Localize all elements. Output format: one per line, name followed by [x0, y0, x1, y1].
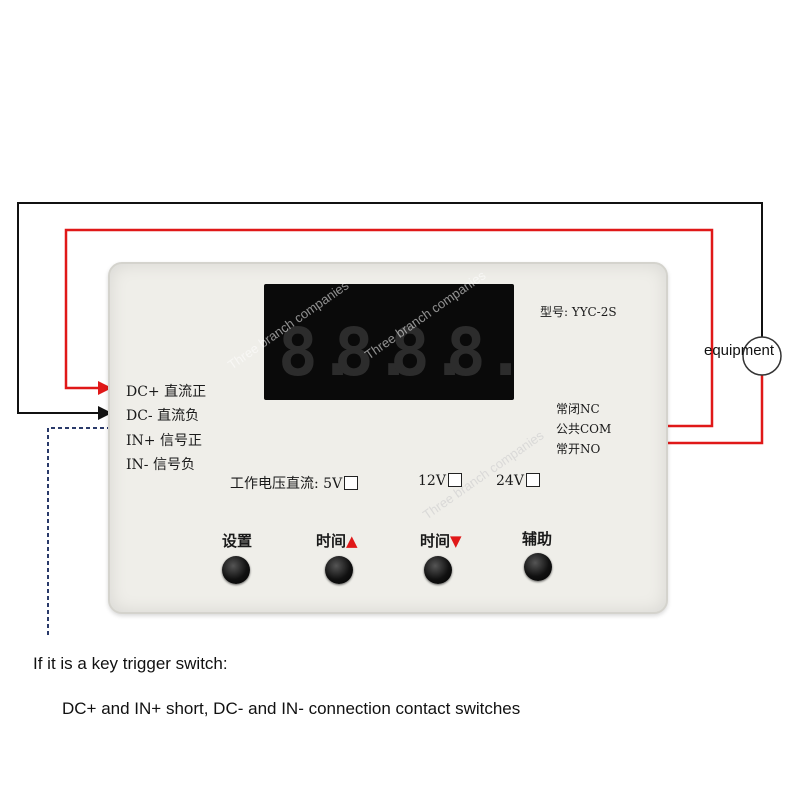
- led-display: 8. 8. 8. 8.: [264, 284, 525, 400]
- voltage-checkbox-24v: [525, 473, 540, 487]
- display-digit: 8.: [390, 314, 470, 391]
- button-label-time-up: 时间▲: [316, 532, 358, 550]
- black-arrow-head: [98, 406, 112, 420]
- terminal-com: 公共COM: [556, 422, 612, 436]
- terminal-no: 常开NO: [556, 442, 601, 456]
- voltage-checkbox-5v: [344, 476, 359, 490]
- voltage-option-24v-wrap: 24V: [496, 473, 540, 489]
- caption-line-2: DC+ and IN+ short, DC- and IN- connectio…: [62, 699, 521, 718]
- button-label-aux: 辅助: [522, 530, 553, 548]
- display-digit: 8.: [334, 314, 414, 391]
- voltage-checkbox-12v: [447, 473, 462, 487]
- dashed-wire-in-minus: [47, 427, 118, 635]
- terminal-in-plus: IN+ 信号正: [126, 433, 202, 449]
- red-arrow-head: [98, 381, 112, 395]
- button-label-time-down: 时间▼: [420, 532, 462, 550]
- voltage-label: 工作电压直流:: [230, 476, 324, 492]
- caption-line-1: If it is a key trigger switch:: [33, 654, 228, 673]
- equipment-label: equipment: [704, 342, 775, 359]
- aux-button[interactable]: [524, 553, 552, 581]
- red-wire-equipment: [652, 375, 764, 445]
- set-button[interactable]: [222, 556, 250, 584]
- voltage-option-5v: 5V: [323, 476, 343, 492]
- terminal-nc: 常闭NC: [556, 402, 600, 416]
- voltage-option-12v-wrap: 12V: [418, 473, 462, 489]
- down-arrow-icon: ▼: [450, 532, 462, 550]
- voltage-option-24v: 24V: [496, 473, 524, 489]
- terminal-dc-plus: DC+ 直流正: [126, 384, 207, 400]
- red-wire-dc-plus: [64, 228, 714, 428]
- terminal-dc-minus: DC- 直流负: [126, 408, 200, 424]
- display-digit: 8.: [446, 314, 526, 391]
- model-label: 型号: YYC-2S: [540, 305, 617, 319]
- time-down-button[interactable]: [424, 556, 452, 584]
- time-up-button[interactable]: [325, 556, 353, 584]
- voltage-row: 工作电压直流: 5V: [230, 473, 359, 493]
- equipment-circle: [742, 336, 782, 376]
- button-label-set: 设置: [222, 532, 253, 550]
- voltage-option-12v: 12V: [418, 473, 446, 489]
- up-arrow-icon: ▲: [346, 532, 358, 550]
- terminal-in-minus: IN- 信号负: [126, 457, 195, 473]
- display-digit: 8.: [278, 314, 358, 391]
